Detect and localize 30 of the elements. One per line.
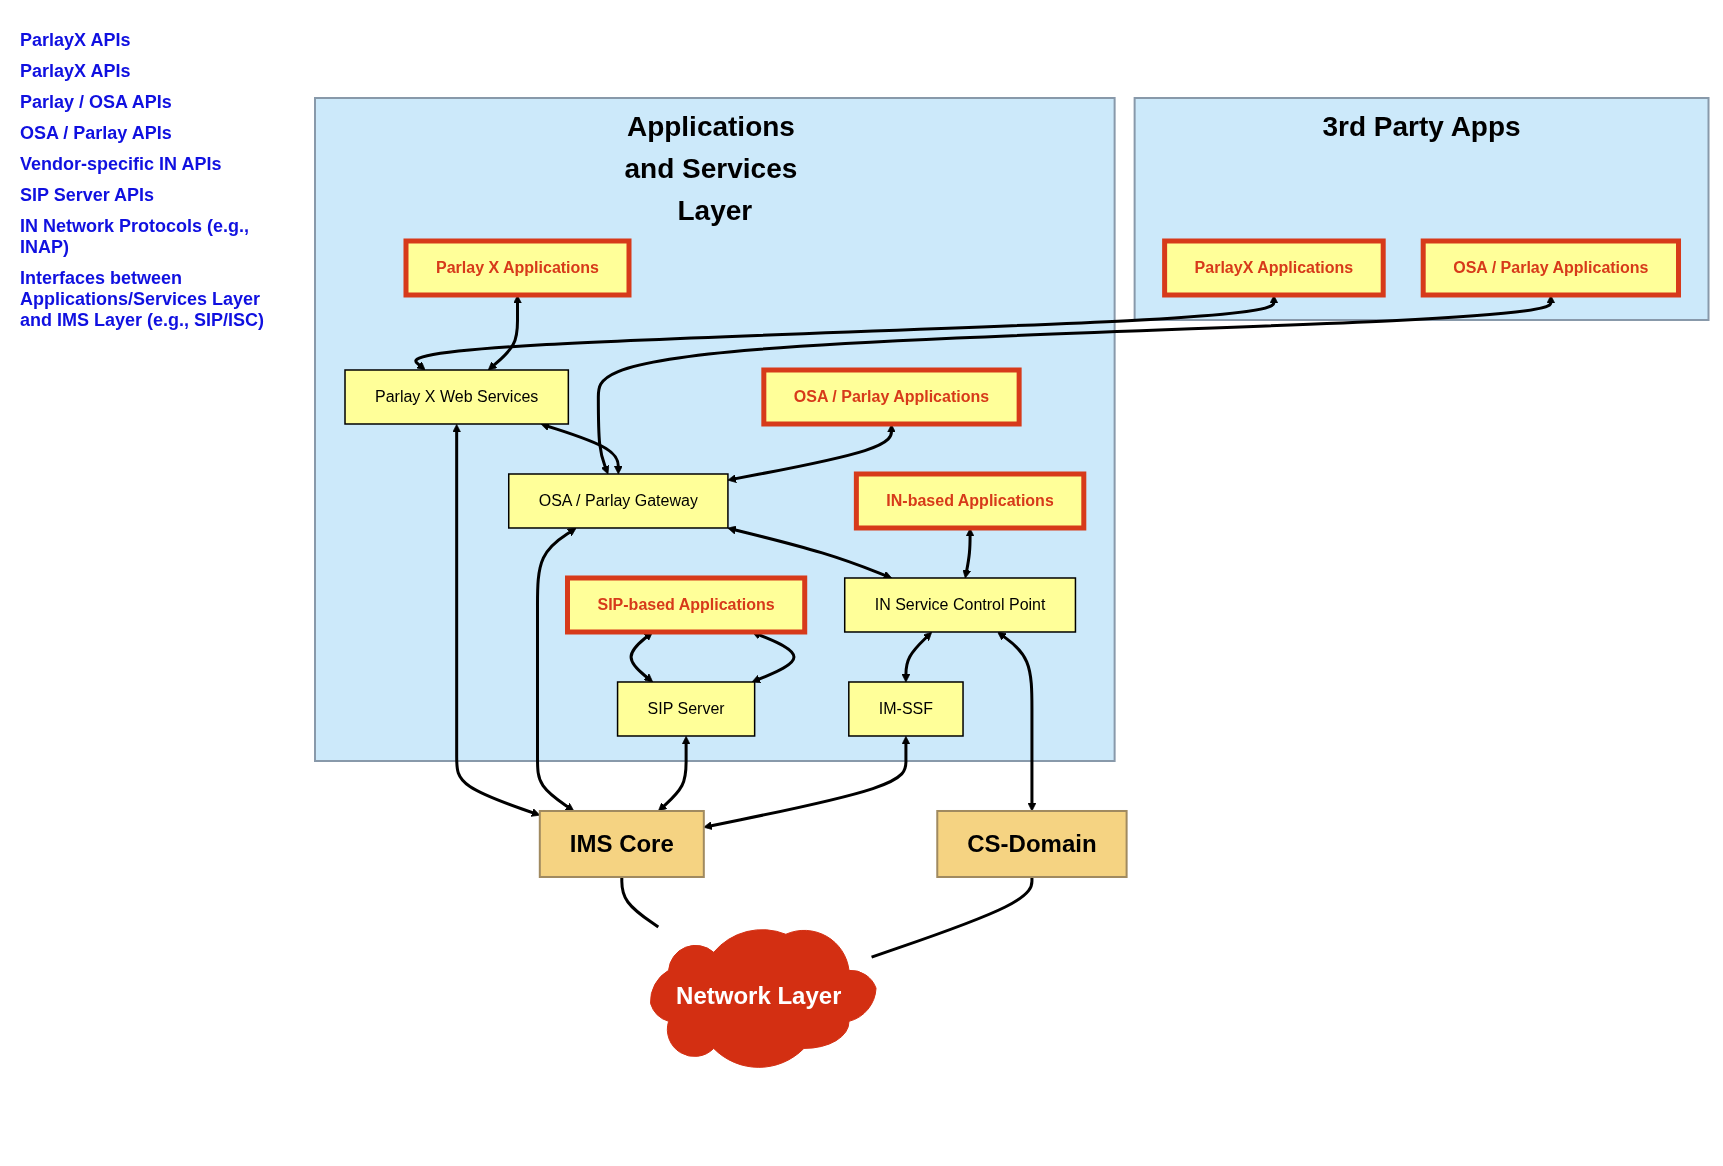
arrow [997,632,1037,812]
node-box: SIP-based Applications [564,575,807,635]
arrow [452,424,540,817]
connector [870,877,1034,959]
node-box: Parlay X Web Services [344,369,569,426]
api-label: Parlay / OSA APIs [20,92,173,113]
api-label: IN Network Protocols (e.g., INAP) [20,216,251,258]
arrow [703,736,911,831]
node-box: Parlay X Applications [403,238,632,298]
api-label: Vendor-specific IN APIs [20,154,223,175]
api-label: ParlayX APIs [20,30,132,51]
node-box: CS-Domain [936,810,1128,879]
node-box: OSA / Parlay Applications [1420,238,1681,298]
node-box: OSA / Parlay Gateway [507,473,729,530]
arrow [727,526,892,580]
node-box: SIP Server [616,681,756,738]
api-label: ParlayX APIs [20,61,132,82]
api-label: Interfaces between Applications/Services Layer and IMS Layer (e.g., SIP/ISC) [20,268,266,331]
api-label: OSA / Parlay APIs [20,123,173,144]
node-box: IN Service Control Point [843,577,1076,634]
node-box: IM-SSF [847,681,964,738]
node-box: IMS Core [538,810,705,879]
node-box: OSA / Parlay Applications [761,367,1022,427]
arrow [901,632,932,683]
node-box: ParlayX Applications [1161,238,1386,298]
arrow [535,528,577,812]
api-label: SIP Server APIs [20,185,156,206]
node-box: IN-based Applications [853,471,1087,531]
connector [620,877,659,929]
arrow [657,736,691,812]
